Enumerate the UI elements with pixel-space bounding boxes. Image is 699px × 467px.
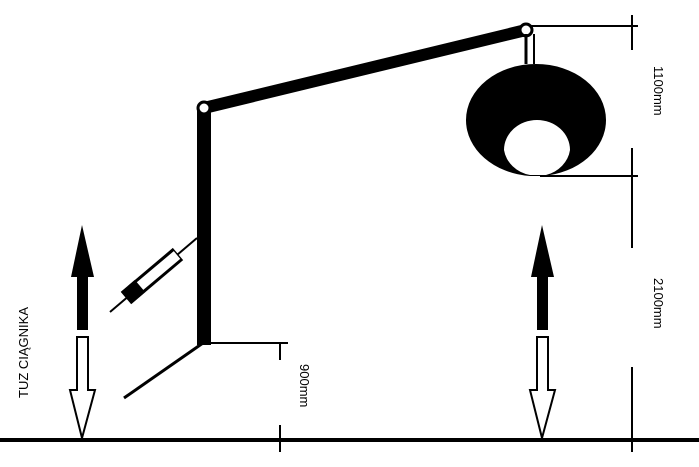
lower-diagonal-brace xyxy=(123,341,204,400)
hydraulic-cylinder xyxy=(109,237,198,313)
lamp-height-label: 1100mm xyxy=(651,66,666,116)
vertical-mast xyxy=(197,108,211,345)
lamp-shade xyxy=(465,63,607,176)
tractor-side-label: TUZ CIĄGNIKA xyxy=(16,307,31,398)
up-arrow-icon xyxy=(531,225,554,330)
hitch-height-label: 900mm xyxy=(297,364,312,407)
up-arrow-icon xyxy=(71,225,94,330)
mast-pivot-joint xyxy=(196,100,212,116)
down-arrow-icon xyxy=(528,336,557,442)
height-to-lamp-label: 2100mm xyxy=(651,278,666,329)
down-arrow-icon xyxy=(68,336,97,442)
boom-arm xyxy=(198,24,532,114)
